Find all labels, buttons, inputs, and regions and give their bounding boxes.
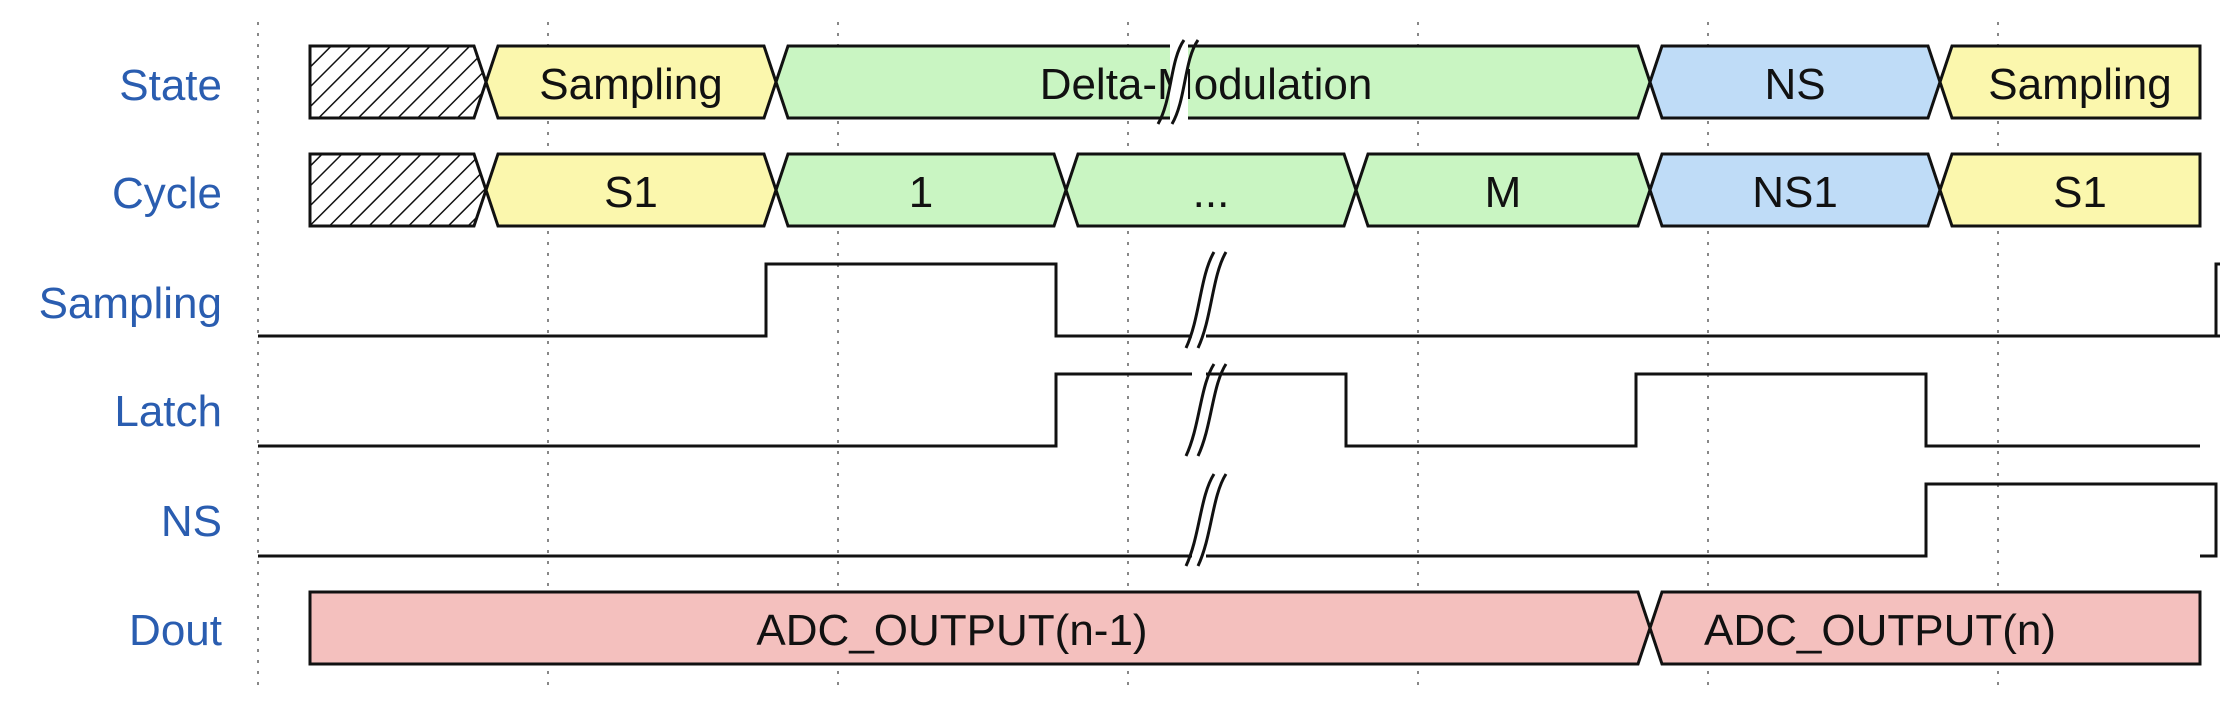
label-dout: Dout [129, 606, 222, 655]
state-segment-sampling-2 [1938, 44, 2202, 120]
state-text-sampling-2: Sampling [1988, 60, 2171, 109]
cycle-text-s1-2: S1 [2053, 168, 2107, 217]
cycle-text-m: M [1485, 168, 1522, 217]
cycle-text-1: 1 [909, 168, 933, 217]
cycle-segment-s1-2 [1938, 152, 2202, 228]
state-segment-unknown [308, 44, 488, 120]
label-ns: NS [161, 497, 222, 546]
state-text-ns: NS [1764, 60, 1825, 109]
latch-waveform [258, 372, 2200, 448]
cycle-bus: S1 1 ... M NS1 S1 [308, 152, 2202, 228]
state-text-sampling: Sampling [539, 60, 722, 109]
dout-bus: ADC_OUTPUT(n-1) ADC_OUTPUT(n) [308, 590, 2202, 666]
cycle-text-ellipsis: ... [1193, 168, 1230, 217]
break-marker-sampling [1184, 251, 1228, 349]
label-state: State [119, 61, 222, 110]
state-text-delta-modulation: Delta-Modulation [1040, 60, 1373, 109]
break-marker-ns [1184, 473, 1228, 567]
label-cycle: Cycle [112, 169, 222, 218]
grid-lines [257, 22, 1999, 690]
sampling-waveform [258, 262, 2220, 338]
label-sampling: Sampling [39, 279, 222, 328]
break-marker-latch [1184, 363, 1228, 457]
cycle-text-ns1: NS1 [1752, 168, 1838, 217]
dout-text-n: ADC_OUTPUT(n) [1704, 606, 2056, 655]
ns-waveform [258, 482, 2218, 558]
label-latch: Latch [114, 387, 222, 436]
state-bus: Sampling Delta-Modulation NS Sampling [308, 44, 2202, 120]
dout-segment-n [1648, 590, 2202, 666]
dout-text-n-1: ADC_OUTPUT(n-1) [756, 606, 1147, 655]
dout-segment-n-1 [308, 590, 1652, 666]
cycle-segment-unknown [308, 152, 488, 228]
cycle-text-s1: S1 [604, 168, 658, 217]
break-marker-state [1156, 39, 1200, 125]
break-markers [1156, 39, 1228, 567]
signal-labels: State Cycle Sampling Latch NS Dout [39, 61, 222, 655]
